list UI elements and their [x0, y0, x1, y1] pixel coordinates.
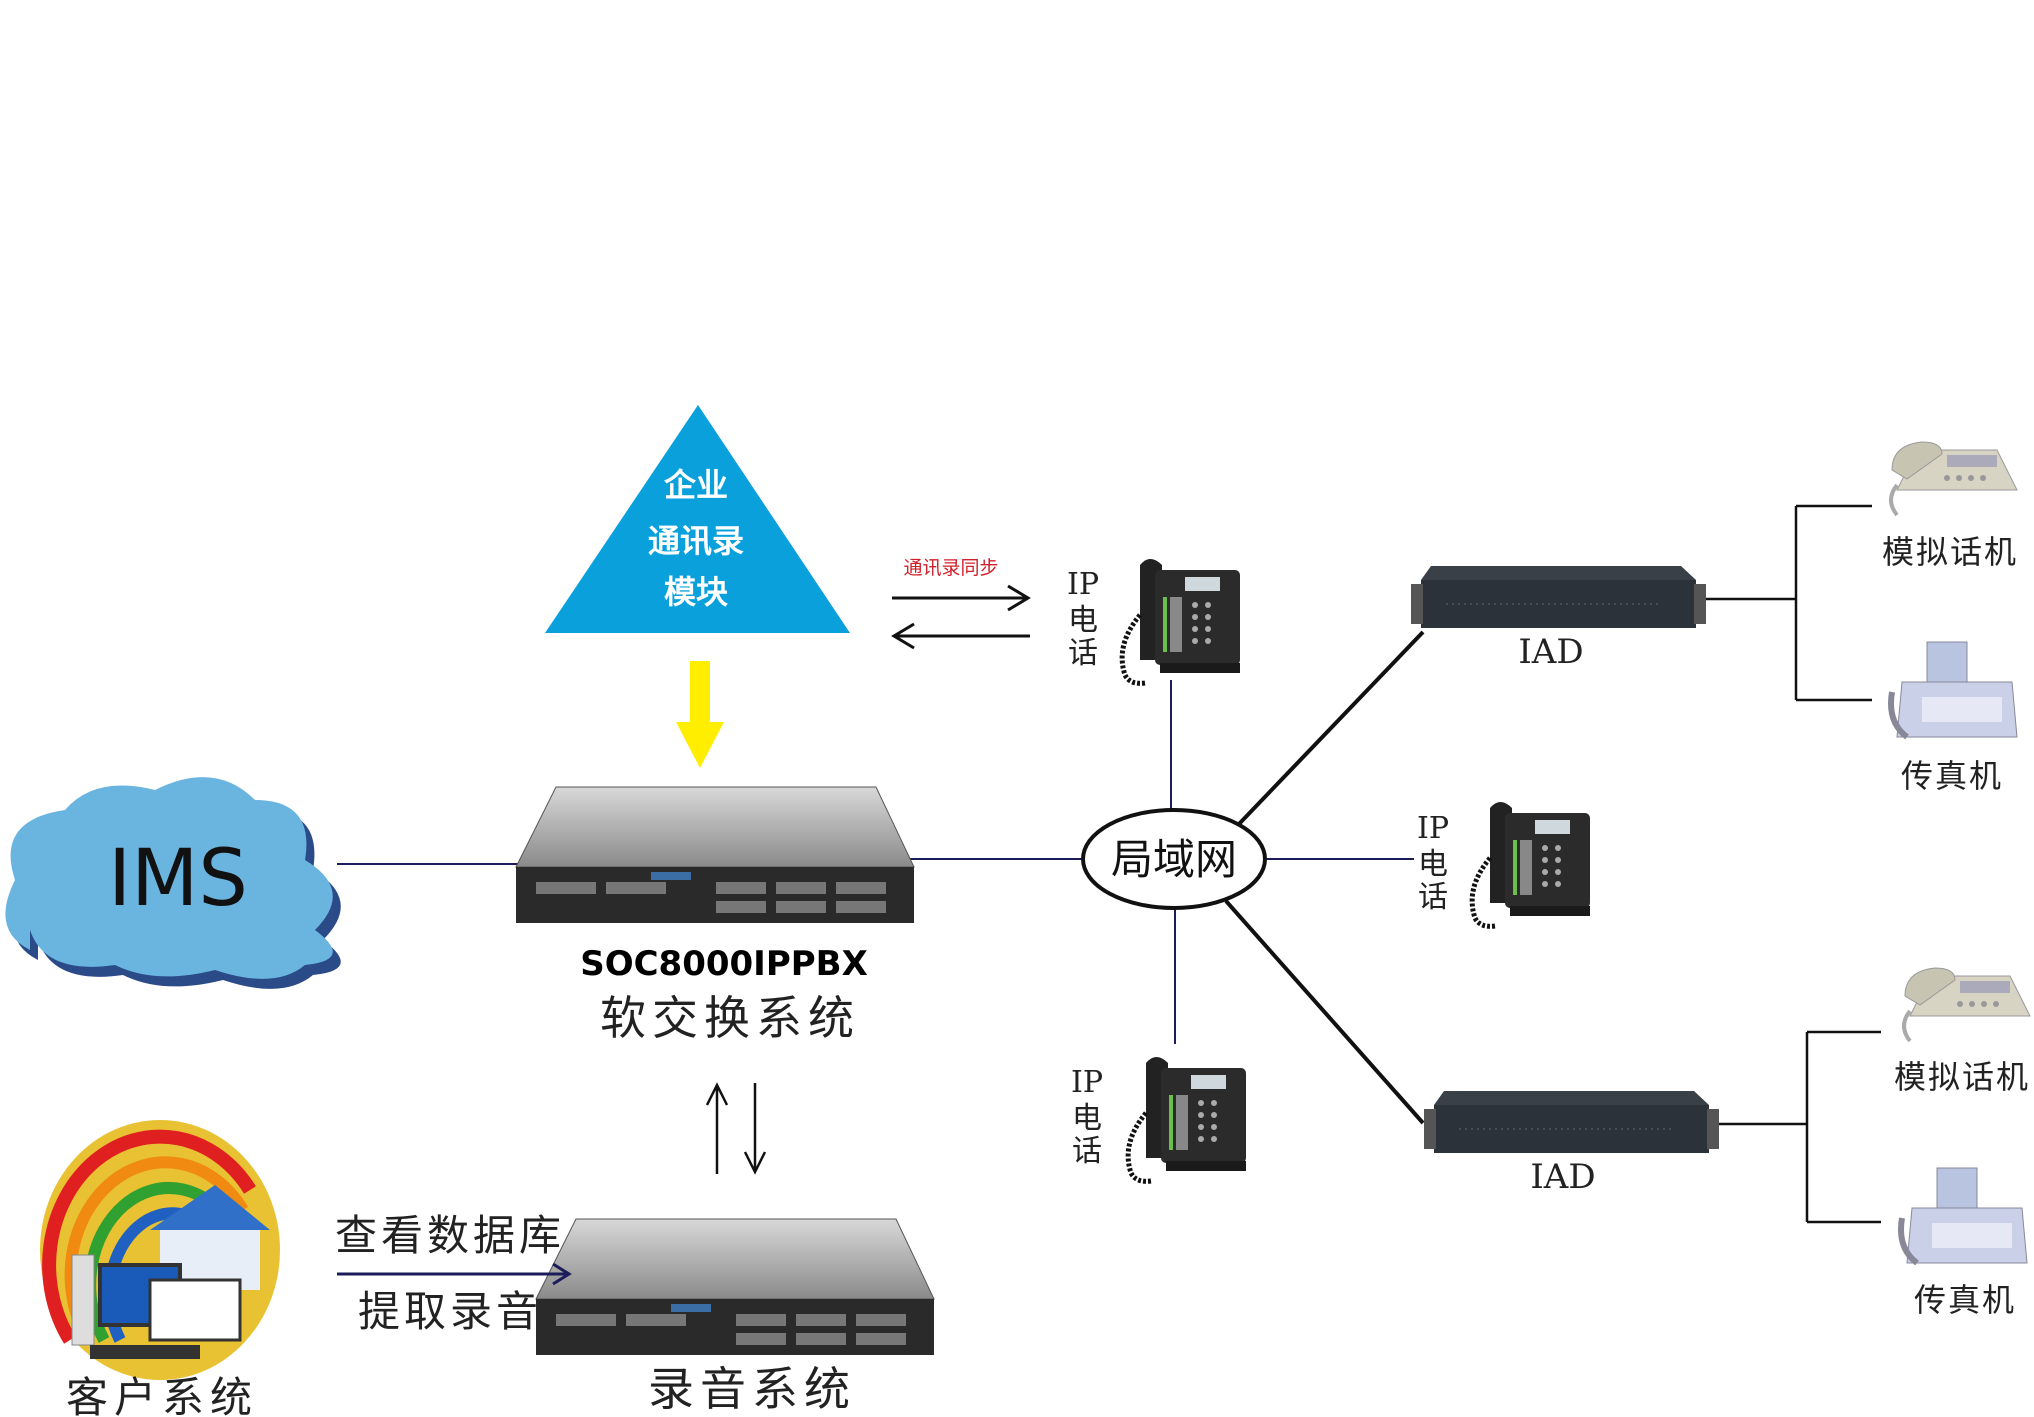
- contacts-module-triangle: [545, 405, 850, 633]
- fetch-recording-label: 提取录音: [358, 1287, 542, 1336]
- contacts-module: 企业 通讯录 模块: [545, 405, 850, 633]
- connection-lines: [337, 680, 1414, 1044]
- sync-arrows-icon: [891, 584, 1031, 650]
- softswitch-model: SOC8000IPPBX: [580, 944, 868, 984]
- ip-phone-icon: [1128, 1057, 1246, 1181]
- ims-label: IMS: [108, 834, 248, 924]
- fax-icon: [1891, 642, 2017, 737]
- fax-label: 传真机: [1901, 757, 2003, 795]
- iad-top-branch: [1696, 504, 1872, 702]
- ip-phone-bottom: IP 电 话: [1071, 1057, 1246, 1181]
- ip-phone-label-c2: 话: [1072, 1134, 1102, 1169]
- fax-icon: [1901, 1168, 2027, 1263]
- link-lan-iad-top: [1237, 630, 1425, 826]
- analog-phone-label: 模拟话机: [1882, 533, 2018, 571]
- analog-phone-icon: [1889, 440, 2019, 517]
- contacts-module-line2: 通讯录: [648, 522, 744, 560]
- analog-phone-icon: [1902, 966, 2032, 1043]
- iad-device-icon: [1423, 1090, 1720, 1154]
- ip-phone-label-ip: IP: [1067, 567, 1099, 602]
- fax-label: 传真机: [1914, 1281, 2016, 1319]
- analog-phone-label: 模拟话机: [1894, 1058, 2030, 1096]
- yellow-down-arrow-icon: [676, 661, 724, 768]
- iad-top: IAD: [1410, 565, 1707, 672]
- view-database-label: 查看数据库: [335, 1211, 565, 1260]
- sync-label: 通讯录同步: [903, 557, 998, 579]
- client-system-icon: [40, 1120, 280, 1380]
- ip-phone-icon: [1122, 559, 1240, 683]
- softswitch-label: 软交换系统: [600, 991, 860, 1045]
- ip-phone-label-c2: 话: [1418, 880, 1448, 915]
- lan-node: 局域网: [1081, 808, 1267, 910]
- ip-phone-label-c1: 电: [1068, 603, 1098, 638]
- recording-label: 录音系统: [648, 1362, 856, 1416]
- contacts-module-line3: 模块: [664, 573, 728, 611]
- ip-phone-label-c2: 话: [1068, 636, 1098, 671]
- ip-phone-middle: IP 电 话: [1417, 802, 1590, 926]
- softswitch-server: SOC8000IPPBX 软交换系统: [515, 786, 915, 1045]
- ip-phone-top: IP 电 话: [1067, 559, 1240, 683]
- iad-device-icon: [1410, 565, 1707, 629]
- ip-phone-label-c1: 电: [1418, 847, 1448, 882]
- analog-phone-top: 模拟话机: [1882, 440, 2019, 571]
- client-to-recording-arrow-icon: [337, 1262, 572, 1286]
- iad-bottom-branch: [1707, 1030, 1881, 1224]
- iad-label: IAD: [1518, 632, 1583, 672]
- ip-phone-label-ip: IP: [1071, 1065, 1103, 1100]
- fax-bottom: 传真机: [1901, 1168, 2027, 1319]
- analog-phone-bottom: 模拟话机: [1894, 966, 2032, 1096]
- client-system: 客户系统: [40, 1120, 280, 1417]
- updown-arrows-icon: [705, 1082, 767, 1175]
- contacts-module-line1: 企业: [664, 466, 728, 504]
- iad-bottom: IAD: [1423, 1090, 1720, 1197]
- ip-phone-label-ip: IP: [1417, 811, 1449, 846]
- ip-phone-label-c1: 电: [1072, 1101, 1102, 1136]
- ip-phone-icon: [1472, 802, 1590, 926]
- fax-top: 传真机: [1891, 642, 2017, 795]
- link-lan-iad-bottom: [1224, 899, 1425, 1125]
- client-label: 客户系统: [66, 1373, 258, 1417]
- ims-cloud: IMS: [5, 777, 341, 989]
- iad-label: IAD: [1530, 1157, 1595, 1197]
- recording-server: 录音系统: [535, 1218, 935, 1416]
- lan-label: 局域网: [1111, 835, 1237, 884]
